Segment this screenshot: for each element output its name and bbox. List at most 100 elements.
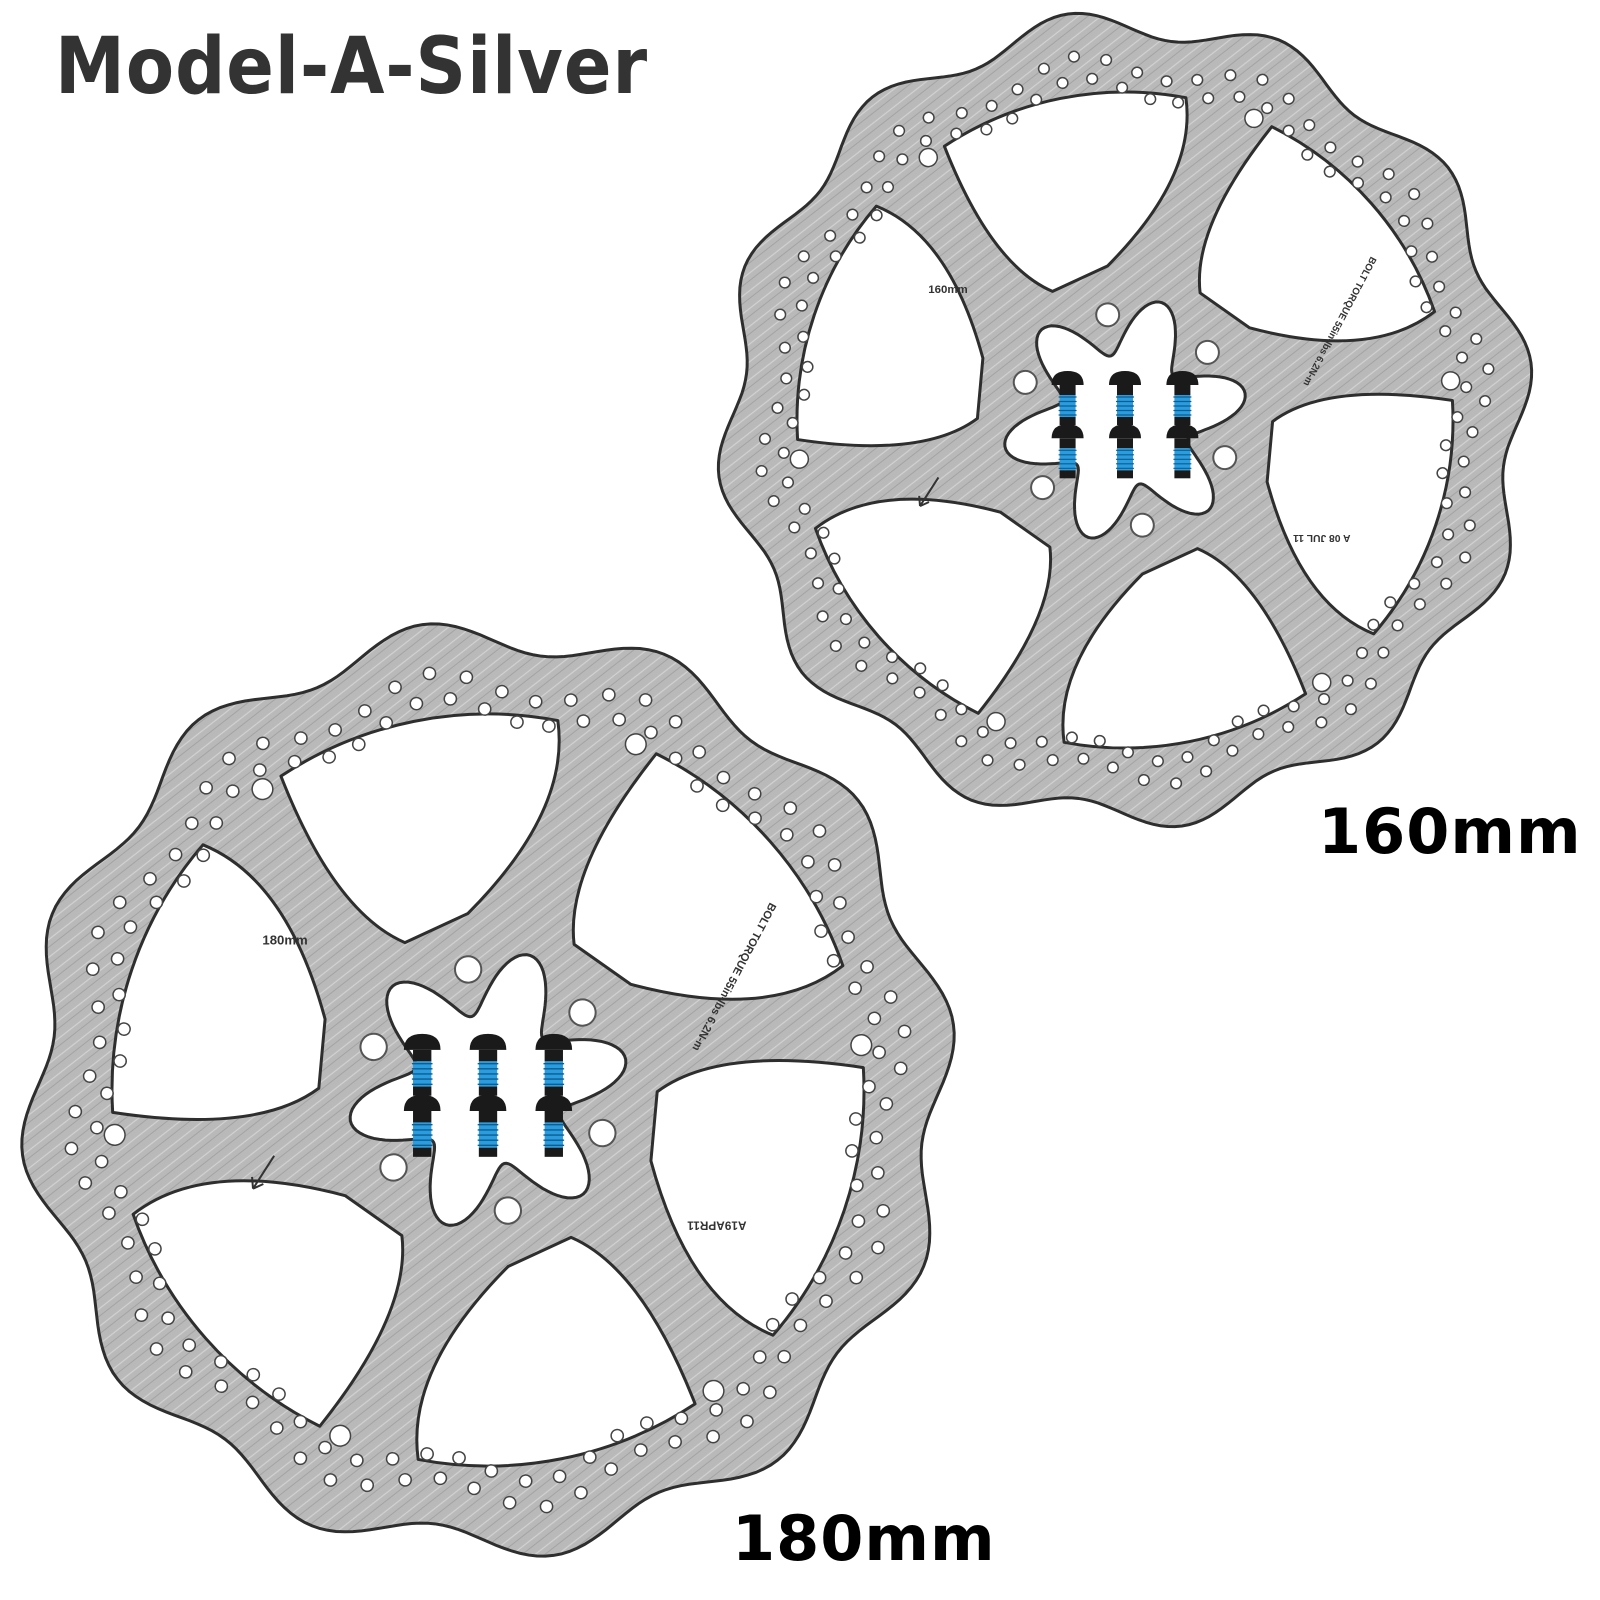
- vent-hole: [177, 874, 191, 888]
- vent-hole: [785, 1292, 799, 1306]
- vent-hole: [640, 1416, 654, 1430]
- vent-hole: [214, 1354, 228, 1369]
- vent-hole: [601, 687, 616, 702]
- vent-hole: [528, 694, 543, 709]
- vent-hole: [209, 816, 224, 830]
- size-label-160: 160mm: [1318, 795, 1582, 868]
- vent-hole-large: [986, 711, 1006, 732]
- vent-hole: [1355, 646, 1369, 660]
- rotor-cutout: [795, 204, 985, 448]
- vent-hole: [715, 798, 730, 813]
- vent-hole: [1013, 758, 1026, 771]
- vent-hole: [398, 1472, 412, 1487]
- vent-hole: [612, 712, 627, 727]
- vent-hole: [755, 464, 768, 478]
- rotor-cutout: [415, 1235, 697, 1468]
- vent-hole: [85, 962, 100, 977]
- vent-hole: [736, 1381, 751, 1396]
- vent-hole: [833, 896, 847, 910]
- vent-hole: [1116, 81, 1129, 94]
- rotor-cutout: [649, 1059, 866, 1337]
- vent-hole: [152, 1276, 167, 1291]
- vent-hole: [870, 209, 883, 222]
- vent-hole: [870, 1166, 885, 1180]
- vent-hole: [644, 725, 658, 740]
- vent-hole: [804, 547, 817, 560]
- vent-hole: [668, 1435, 682, 1449]
- vent-hole: [1457, 455, 1470, 468]
- vent-hole: [1341, 674, 1354, 687]
- vent-hole: [1391, 619, 1404, 632]
- vent-hole: [1315, 716, 1328, 729]
- rotor-bolt: [535, 1033, 573, 1096]
- direction-arrow-icon: [918, 476, 940, 508]
- vent-hole: [919, 134, 933, 148]
- etched-size: 180mm: [262, 932, 307, 947]
- rotor-bolt: [1051, 424, 1084, 479]
- vent-hole: [829, 250, 842, 263]
- vent-hole: [214, 1379, 229, 1394]
- vent-hole: [467, 1481, 481, 1496]
- vent-hole: [1224, 69, 1237, 82]
- vent-hole-large: [850, 1034, 873, 1057]
- direction-arrow-icon: [251, 1155, 275, 1190]
- vent-hole: [1382, 168, 1395, 181]
- vent-hole: [564, 693, 578, 708]
- vent-hole: [129, 1270, 143, 1284]
- vent-hole: [748, 811, 762, 826]
- vent-hole: [1207, 734, 1220, 747]
- vent-hole: [123, 920, 138, 934]
- vent-hole: [801, 854, 815, 869]
- vent-hole: [774, 308, 787, 321]
- vent-hole: [323, 1473, 338, 1487]
- vent-hole: [1181, 750, 1194, 764]
- vent-hole: [161, 1311, 175, 1326]
- vent-hole: [1191, 73, 1204, 86]
- vent-hole: [827, 858, 842, 872]
- vent-hole: [797, 250, 810, 263]
- vent-hole: [1420, 301, 1433, 314]
- vent-hole: [1046, 754, 1059, 767]
- vent-hole: [845, 1144, 859, 1158]
- vent-hole: [896, 153, 909, 166]
- vent-hole: [293, 1451, 308, 1466]
- vent-hole: [1439, 325, 1452, 338]
- vent-hole: [135, 1212, 150, 1227]
- vent-hole: [801, 360, 814, 373]
- vent-hole: [78, 1176, 93, 1190]
- vent-hole: [1317, 692, 1331, 706]
- rotor-bolt: [535, 1094, 573, 1157]
- vent-hole: [1463, 519, 1476, 532]
- vent-hole: [112, 895, 127, 910]
- vent-hole: [379, 716, 394, 730]
- vent-hole: [1261, 101, 1274, 115]
- vent-hole: [246, 1367, 261, 1382]
- rotor-bolt: [1109, 424, 1141, 479]
- vent-hole: [1377, 646, 1390, 659]
- rotor-cutout: [131, 1179, 405, 1428]
- vent-hole: [798, 388, 811, 401]
- vent-hole: [539, 1499, 554, 1514]
- vent-hole: [510, 715, 524, 729]
- vent-hole: [765, 1317, 780, 1332]
- vent-hole: [1137, 773, 1150, 787]
- vent-hole: [783, 801, 798, 815]
- vent-hole: [1344, 703, 1357, 716]
- vent-hole: [795, 299, 808, 312]
- vent-hole: [184, 816, 199, 831]
- vent-hole: [1351, 155, 1364, 168]
- vent-hole: [1439, 439, 1452, 452]
- vent-hole: [1226, 744, 1239, 757]
- vent-hole: [862, 1079, 876, 1094]
- bolt-set: [403, 1033, 573, 1157]
- vent-hole: [1030, 93, 1043, 106]
- vent-hole: [955, 106, 968, 120]
- vent-hole: [222, 751, 236, 766]
- rotor-bolt: [403, 1033, 441, 1096]
- vent-hole: [838, 1246, 853, 1260]
- vent-hole: [767, 495, 780, 508]
- vent-hole: [1004, 737, 1017, 750]
- vent-hole: [1252, 728, 1265, 741]
- vent-hole: [385, 1451, 400, 1466]
- vent-hole: [668, 751, 683, 766]
